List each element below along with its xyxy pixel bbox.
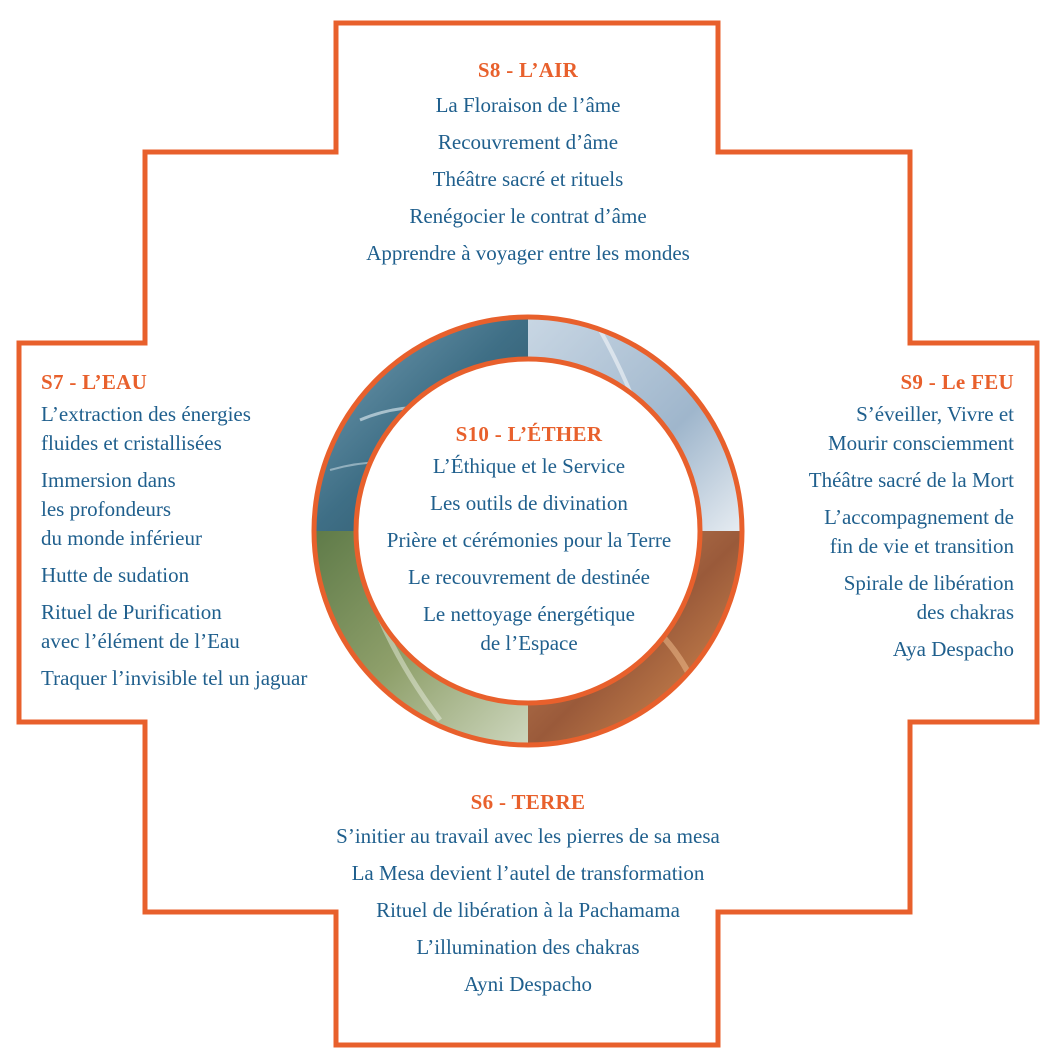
section-water-item: Hutte de sudation (41, 561, 351, 590)
section-water-item: L’extraction des énergies fluides et cri… (41, 400, 351, 458)
section-fire-item: Spirale de libération des chakras (720, 569, 1014, 627)
section-air-item: Renégocier le contrat d’âme (298, 202, 758, 231)
section-air-item: La Floraison de l’âme (298, 91, 758, 120)
section-air: S8 - L’AIR La Floraison de l’âme Recouvr… (298, 56, 758, 276)
section-water-item: Rituel de Purification avec l’élément de… (41, 598, 351, 656)
section-water-title: S7 - L’EAU (41, 368, 351, 396)
section-fire-item: L’accompagnement de fin de vie et transi… (720, 503, 1014, 561)
section-fire-item: Théâtre sacré de la Mort (720, 466, 1014, 495)
section-air-item: Apprendre à voyager entre les mondes (298, 239, 758, 268)
section-ether-item: Les outils de divination (356, 489, 702, 518)
section-earth-item: L’illumination des chakras (278, 933, 778, 962)
section-fire-item: Aya Despacho (720, 635, 1014, 664)
section-earth-item: Ayni Despacho (278, 970, 778, 999)
section-earth-title: S6 - TERRE (278, 788, 778, 816)
section-fire-title: S9 - Le FEU (720, 368, 1014, 396)
section-ether-item: L’Éthique et le Service (356, 452, 702, 481)
section-ether-title: S10 - L’ÉTHER (356, 420, 702, 448)
section-water-item: Immersion dans les profondeurs du monde … (41, 466, 351, 553)
section-earth: S6 - TERRE S’initier au travail avec les… (278, 788, 778, 1007)
section-ether-item: Le recouvrement de destinée (356, 563, 702, 592)
section-air-item: Recouvrement d’âme (298, 128, 758, 157)
section-air-item: Théâtre sacré et rituels (298, 165, 758, 194)
section-fire: S9 - Le FEU S’éveiller, Vivre et Mourir … (720, 368, 1014, 672)
section-water: S7 - L’EAU L’extraction des énergies flu… (41, 368, 351, 701)
section-air-title: S8 - L’AIR (298, 56, 758, 84)
section-ether: S10 - L’ÉTHER L’Éthique et le Service Le… (356, 420, 702, 666)
section-fire-item: S’éveiller, Vivre et Mourir consciemment (720, 400, 1014, 458)
section-water-item: Traquer l’invisible tel un jaguar (41, 664, 351, 693)
section-earth-item: La Mesa devient l’autel de transformatio… (278, 859, 778, 888)
section-ether-item: Prière et cérémonies pour la Terre (356, 526, 702, 555)
section-ether-item: Le nettoyage énergétique de l’Espace (356, 600, 702, 658)
section-earth-item: S’initier au travail avec les pierres de… (278, 822, 778, 851)
section-earth-item: Rituel de libération à la Pachamama (278, 896, 778, 925)
